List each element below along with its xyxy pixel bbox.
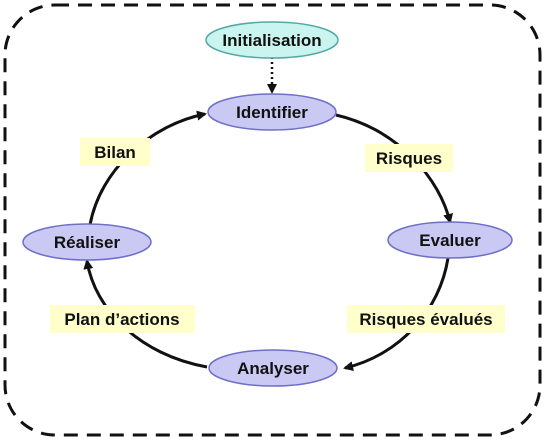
svg-text:Réaliser: Réaliser (54, 233, 121, 252)
node-evaluer: Evaluer (387, 221, 513, 259)
edge-label-bilan: Bilan (80, 138, 150, 166)
svg-text:Risques évalués: Risques évalués (359, 310, 492, 329)
dashed-frame (3, 3, 542, 437)
svg-text:Bilan: Bilan (94, 143, 136, 162)
node-identifier: Identifier (207, 93, 337, 131)
edge-label-risques: Risques (365, 144, 453, 172)
svg-text:Identifier: Identifier (236, 103, 308, 122)
svg-text:Risques: Risques (376, 149, 442, 168)
node-analyser: Analyser (208, 349, 338, 387)
svg-text:Initialisation: Initialisation (222, 31, 321, 50)
svg-text:Analyser: Analyser (237, 359, 309, 378)
edge-label-risques-evalues: Risques évalués (347, 305, 505, 333)
arrow-realiser-to-identifier (88, 110, 207, 226)
edge-label-plan-actions: Plan d’actions (50, 305, 195, 333)
node-realiser: Réaliser (22, 223, 152, 261)
svg-text:Plan d’actions: Plan d’actions (64, 310, 179, 329)
svg-text:Evaluer: Evaluer (419, 231, 481, 250)
node-initialisation: Initialisation (205, 21, 339, 59)
